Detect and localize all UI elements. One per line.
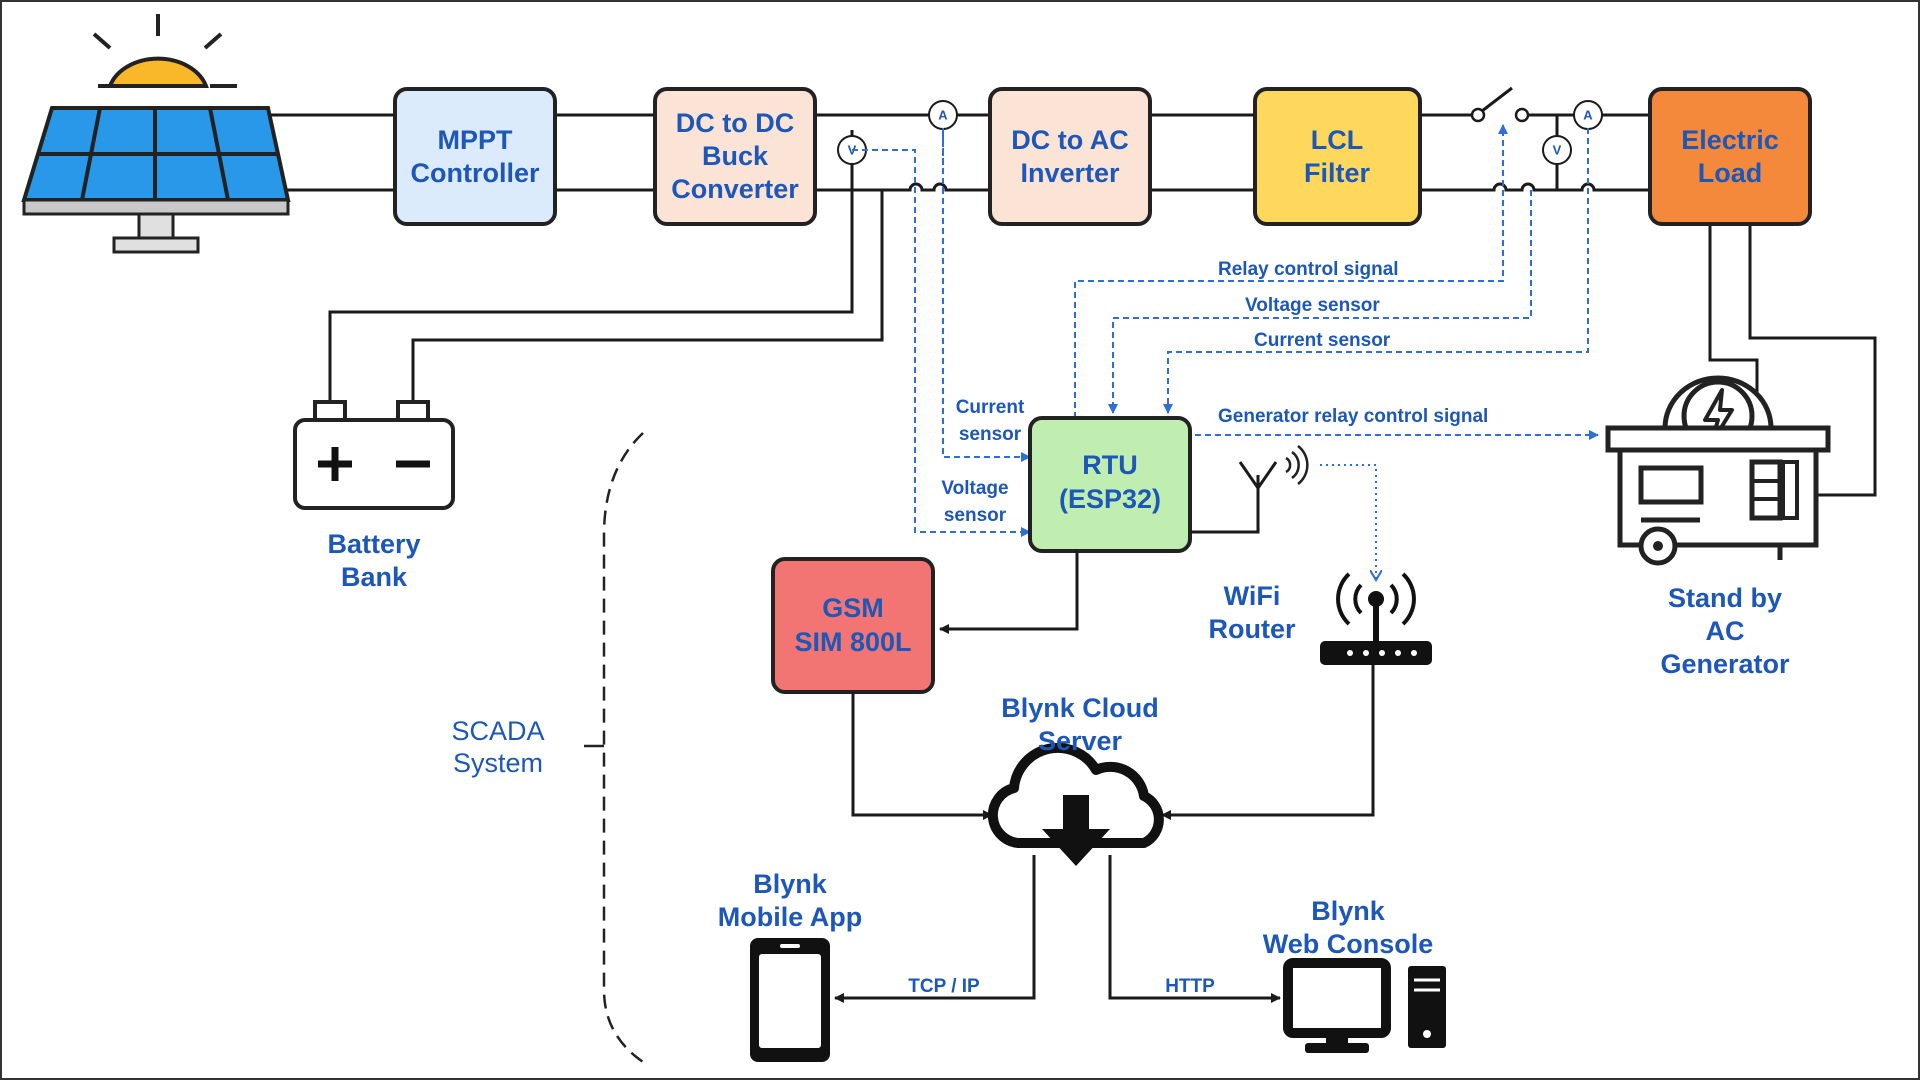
voltage-sensor-label: Voltage sensor [1245,295,1380,316]
generator-icon [1605,375,1831,566]
mobile-phone-icon [750,938,830,1062]
antenna-icon [1190,445,1309,534]
svg-text:Mobile App: Mobile App [718,902,862,932]
svg-text:System: System [453,748,543,778]
signal-lines [852,124,1599,580]
generator-label: Stand by AC Generator [1660,583,1790,679]
gsm-sim800l-block: GSM SIM 800L [771,557,935,694]
lcl-filter-block: LCL Filter [1253,87,1422,226]
wifi-router-icon [1320,572,1432,665]
dc-dc-buck-converter-block: DC to DC Buck Converter [653,87,817,226]
svg-text:DC to AC: DC to AC [1011,125,1128,155]
blynk-cloud-label: Blynk Cloud Server [1001,693,1159,756]
svg-text:Blynk: Blynk [1311,896,1386,926]
svg-text:DC to DC: DC to DC [676,108,794,138]
svg-text:sensor: sensor [959,424,1022,445]
svg-text:sensor: sensor [944,505,1007,526]
svg-text:RTU: RTU [1082,450,1138,480]
dc-ac-inverter-block: DC to AC Inverter [988,87,1152,226]
svg-text:Blynk: Blynk [753,869,828,899]
blynk-web-console-label: Blynk Web Console [1263,896,1434,959]
svg-text:WiFi: WiFi [1224,581,1281,611]
current-sensor-label: Current sensor [1254,330,1391,351]
mppt-controller-block: MPPT Controller [393,87,557,226]
rtu-voltage-sensor-label: Voltage sensor [941,478,1008,526]
rtu-esp32-block: RTU (ESP32) [1028,416,1192,553]
svg-text:Generator: Generator [1660,649,1790,679]
desktop-computer-icon [1283,958,1446,1053]
svg-text:Load: Load [1698,158,1763,188]
blynk-mobile-app-label: Blynk Mobile App [718,869,862,932]
svg-text:A: A [1583,108,1593,123]
svg-text:Controller: Controller [410,158,539,188]
svg-text:Bank: Bank [341,562,408,592]
svg-text:Web Console: Web Console [1263,929,1434,959]
ac-ammeter-icon: A [1573,100,1603,130]
solar-panel-icon [21,14,291,254]
ac-voltmeter-icon: V [1542,135,1572,165]
svg-text:Filter: Filter [1304,158,1371,188]
svg-text:Stand by: Stand by [1668,583,1782,613]
electric-load-block: Electric Load [1648,87,1812,226]
svg-text:V: V [1553,143,1562,158]
scada-bracket [584,432,644,1064]
dc-ammeter-icon: A [928,100,958,130]
battery-icon [293,400,455,510]
rtu-current-sensor-label: Current sensor [956,397,1025,445]
relay-control-signal-label: Relay control signal [1218,259,1399,280]
svg-text:Battery: Battery [327,529,420,559]
power-bus-wires [250,86,1650,192]
svg-text:Router: Router [1209,614,1296,644]
communication-links [834,551,1375,1003]
battery-wires [328,190,884,402]
svg-text:GSM: GSM [822,593,884,623]
svg-text:(ESP32): (ESP32) [1059,484,1161,514]
svg-text:Buck: Buck [702,141,769,171]
cloud-server-icon [987,742,1164,866]
svg-text:Current: Current [956,397,1025,418]
svg-text:Electric: Electric [1681,125,1779,155]
svg-text:MPPT: MPPT [437,125,513,155]
svg-text:Converter: Converter [671,174,799,204]
tcp-ip-label: TCP / IP [908,976,980,997]
svg-text:SIM 800L: SIM 800L [794,627,911,657]
svg-text:Server: Server [1038,726,1123,756]
http-label: HTTP [1165,976,1215,997]
svg-text:Voltage: Voltage [941,478,1008,499]
wifi-router-label: WiFi Router [1209,581,1296,644]
svg-text:LCL: LCL [1311,125,1363,155]
generator-relay-control-label: Generator relay control signal [1218,406,1488,427]
svg-text:A: A [938,108,948,123]
svg-text:Blynk Cloud: Blynk Cloud [1001,693,1159,723]
svg-text:SCADA: SCADA [451,716,544,746]
battery-bank-label: Battery Bank [327,529,420,592]
scada-system-label: SCADA System [451,716,544,778]
svg-text:AC: AC [1706,616,1745,646]
svg-text:Inverter: Inverter [1020,158,1120,188]
